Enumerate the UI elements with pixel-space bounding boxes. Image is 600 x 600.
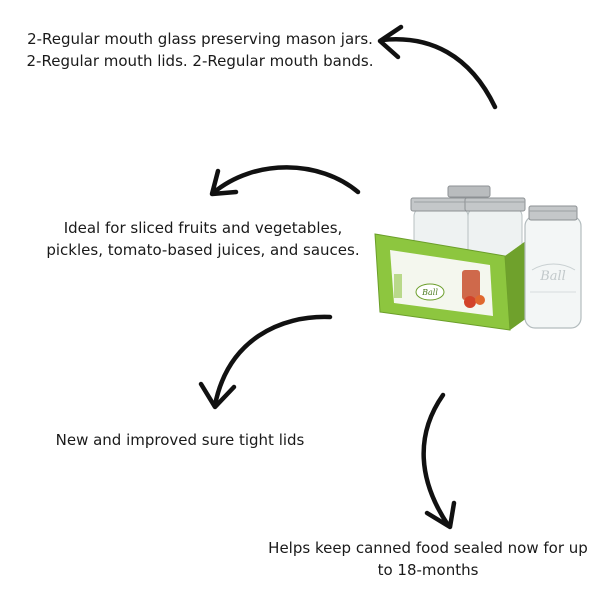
front-jar: Ball: [524, 205, 582, 329]
product-image: Ball Ball: [374, 185, 582, 331]
ball-logo-text: Ball: [421, 288, 438, 297]
arrow-to-sealing: [421, 392, 457, 530]
arrow-to-uses: [209, 165, 361, 197]
feature-caption-sealing: Helps keep canned food sealed now for up…: [268, 539, 588, 579]
arrow-to-contents: [377, 24, 498, 110]
arrow-to-lids: [198, 314, 333, 410]
feature-caption-lids: New and improved sure tight lids: [55, 431, 305, 449]
feature-caption-contents: 2-Regular mouth glass preserving mason j…: [26, 30, 374, 70]
feature-caption-uses: Ideal for sliced fruits and vegetables, …: [46, 219, 360, 259]
jar-embossed-logo: Ball: [539, 269, 566, 284]
ball-logo: [415, 283, 445, 301]
